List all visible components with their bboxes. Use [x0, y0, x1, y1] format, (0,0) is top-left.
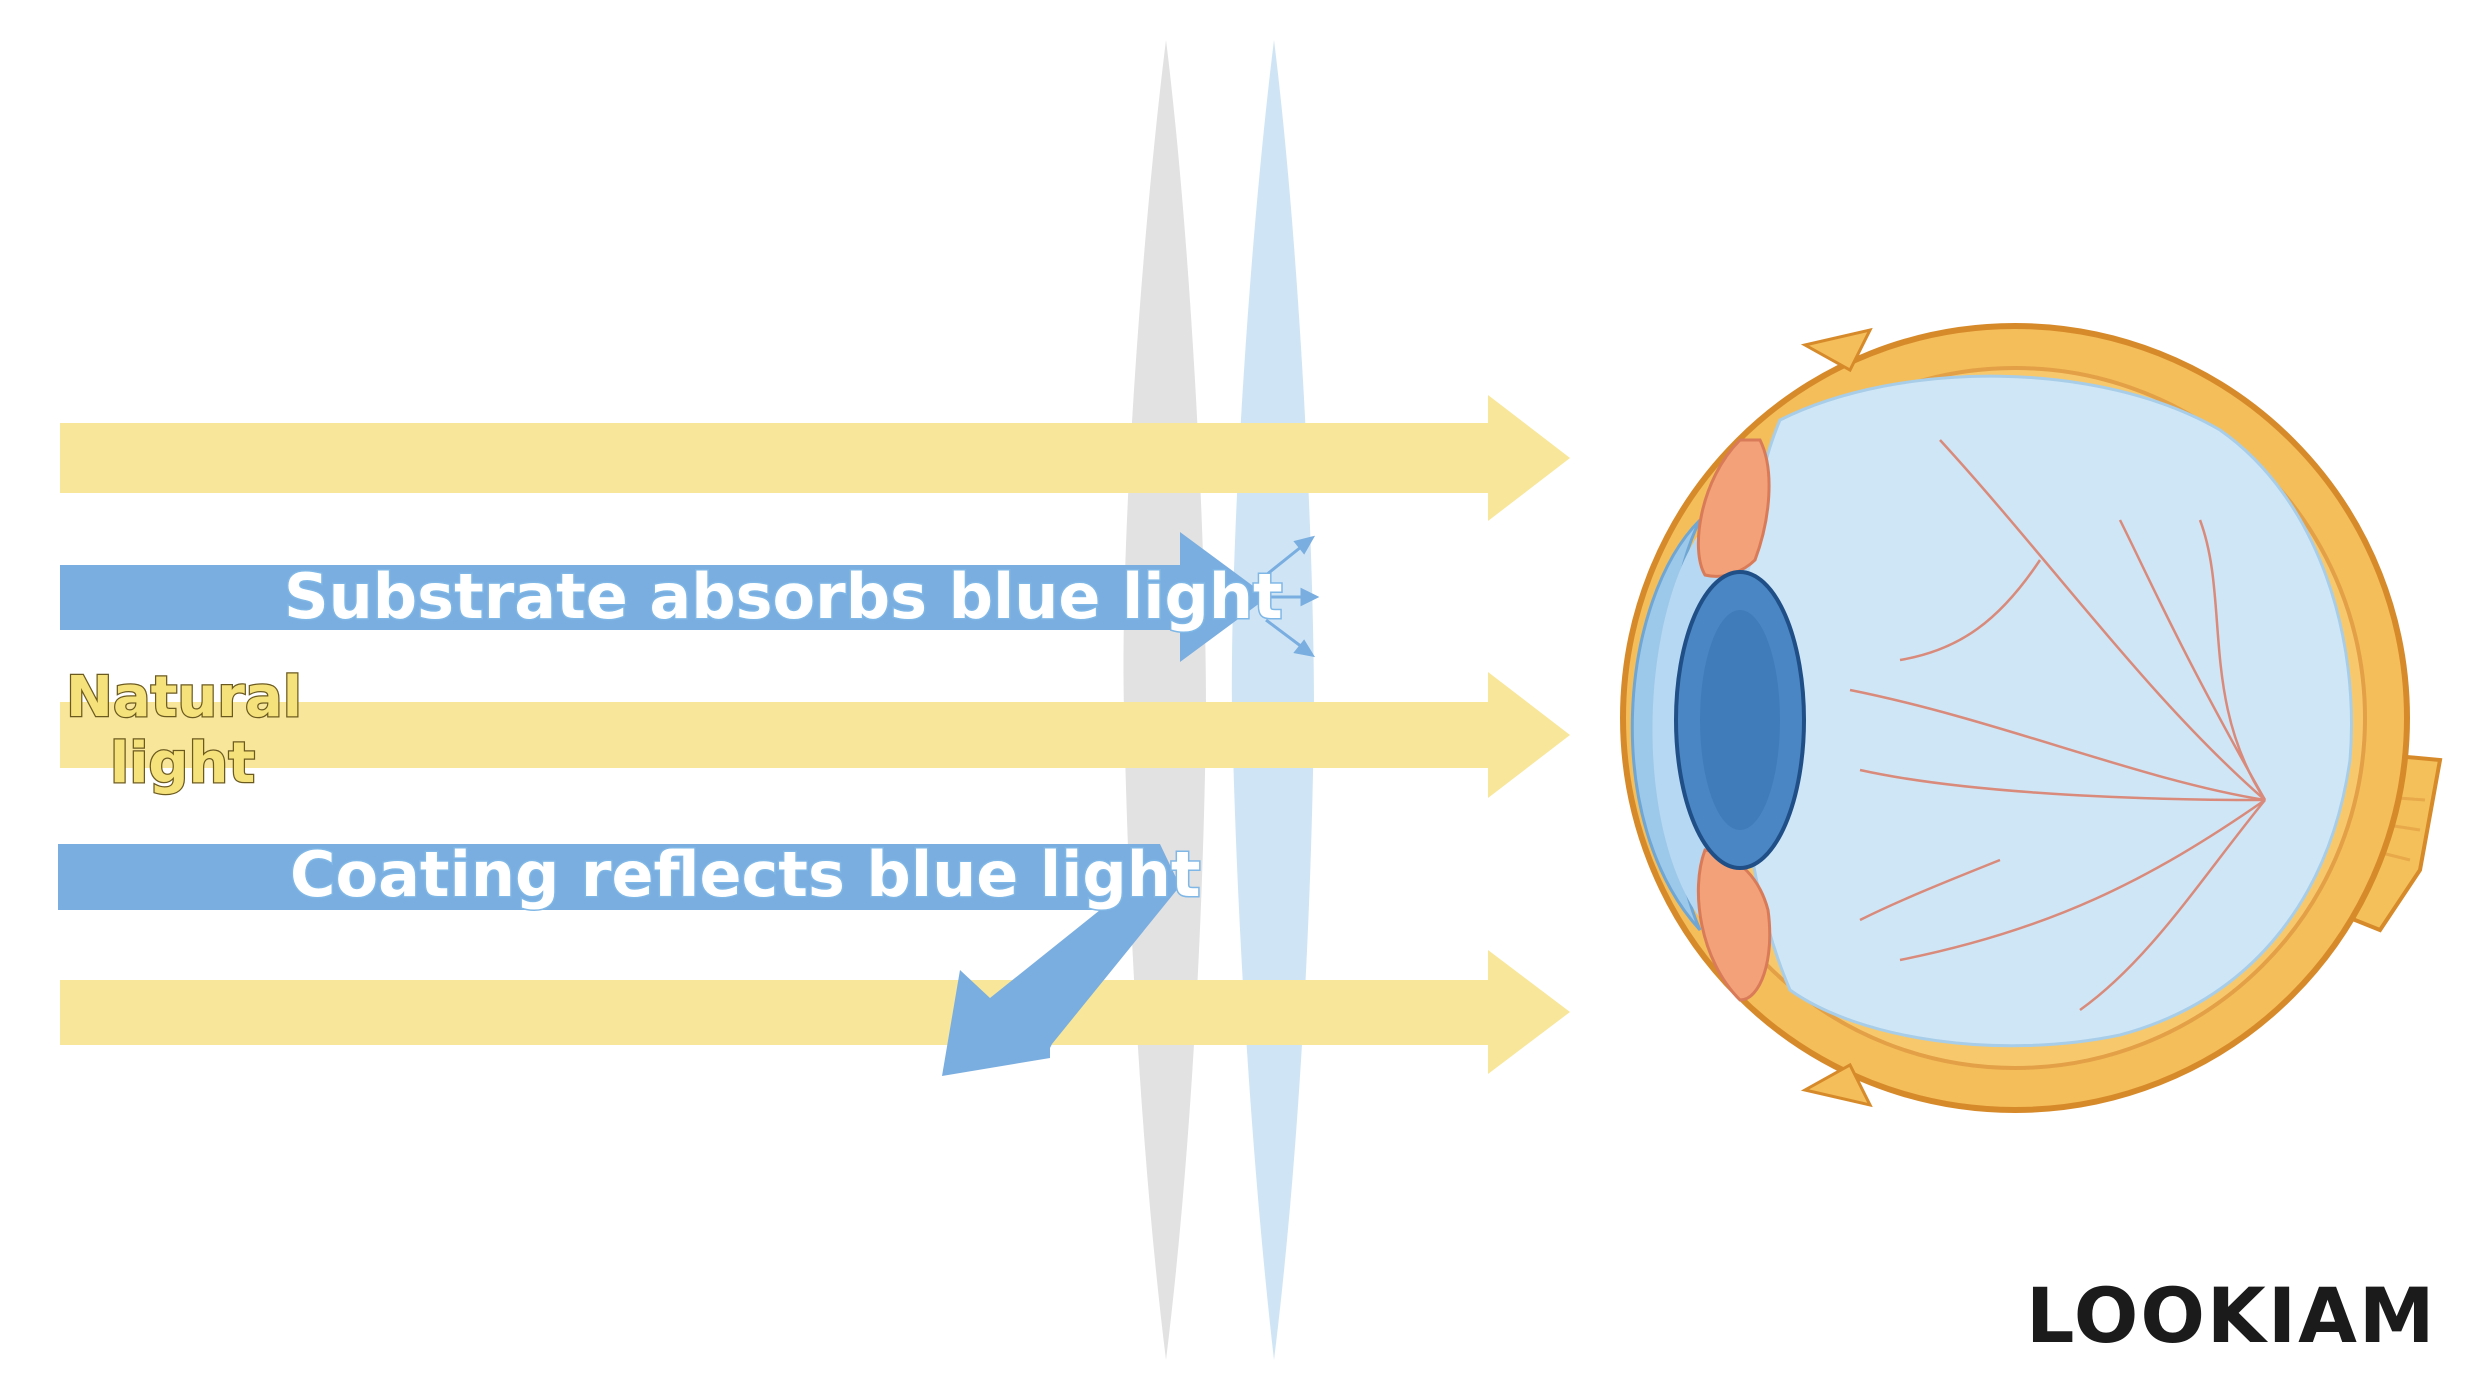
vitreous-body: [1738, 374, 2353, 1048]
reflect-label: Coating reflects blue light: [290, 838, 1201, 911]
blue-ray-reflected: [58, 844, 1180, 1076]
blue-ray-absorbed: [60, 532, 1268, 662]
lenses: [1123, 40, 1314, 1360]
grey-lens: [1123, 40, 1206, 1360]
natural-light-rays: [60, 395, 1570, 1074]
brand-logo-icon: LOOKIAM: [2026, 1271, 2437, 1360]
natural-light-label-line1: Natural: [66, 665, 302, 730]
absorb-label: Substrate absorbs blue light: [284, 560, 1283, 633]
ciliary-bottom: [1696, 848, 1772, 1002]
yellow-ray-1: [60, 395, 1570, 521]
eye-icon: [1620, 323, 2443, 1113]
natural-light-label-line2: light: [110, 731, 255, 796]
yellow-ray-3: [60, 950, 1570, 1074]
yellow-ray-2: [60, 672, 1570, 798]
blue-coated-lens: [1231, 40, 1314, 1360]
retina-vessels: [1849, 439, 2267, 1012]
absorb-scatter-arrows: [1265, 535, 1320, 658]
